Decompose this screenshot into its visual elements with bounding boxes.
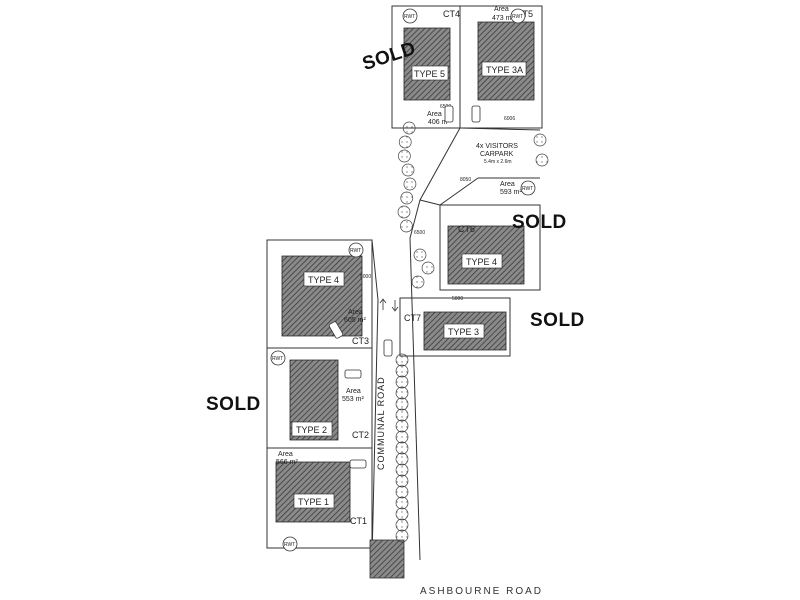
tree-2: [395, 375, 409, 389]
tree-14: [395, 507, 409, 521]
area-word-ct4: Area: [427, 111, 442, 118]
area-word-ct5: Area: [494, 6, 509, 13]
area-value-ct5: 473 m²: [492, 15, 514, 22]
tree-26: [421, 261, 435, 275]
type-labels: TYPE 5 TYPE 3A TYPE 4 TYPE 2 TYPE 1 TYPE…: [291, 61, 527, 509]
tree-18: [398, 135, 412, 149]
rwt-ct6: RWT: [520, 180, 536, 196]
area-word-ct2: Area: [346, 388, 361, 395]
tree-0: [395, 353, 409, 367]
carpark-line2: CARPARK: [480, 151, 514, 158]
dimension-2: 6006: [504, 116, 515, 122]
carpark-line3: 5.4m x 2.6m: [484, 159, 512, 165]
tree-23: [397, 205, 411, 219]
tree-1: [395, 364, 409, 378]
area-value-ct4: 406 m²: [428, 119, 450, 126]
tree-13: [395, 496, 409, 510]
tree-8: [395, 441, 409, 455]
tree-27: [411, 275, 425, 289]
dimension-4: 8050: [460, 177, 471, 183]
tree-6: [395, 419, 409, 433]
dimension-3: 6500: [414, 230, 425, 236]
tree-24: [400, 219, 413, 233]
area-labels: Area 473 m² Area 406 m² Area 593 m² Area…: [276, 6, 522, 466]
type-label-ct5: TYPE 3A: [486, 65, 523, 75]
type-label-ct3: TYPE 4: [308, 275, 339, 285]
tree-25: [413, 248, 427, 262]
communal-road: [371, 127, 541, 561]
tree-15: [395, 518, 409, 532]
roadside-trees: [395, 121, 549, 543]
tree-20: [401, 163, 415, 177]
type-label-ct2: TYPE 2: [296, 425, 327, 435]
rwt-ct4: RWT: [402, 8, 418, 24]
area-value-ct6: 593 m²: [500, 189, 522, 196]
svg-text:RWT: RWT: [404, 14, 415, 20]
lot-id-ct3: CT3: [352, 336, 369, 346]
area-word-ct1: Area: [278, 451, 293, 458]
type-label-ct4: TYPE 5: [414, 69, 445, 79]
visitors-carpark: 4x VISITORS CARPARK 5.4m x 2.6m: [476, 143, 518, 165]
sold-label-ct2: SOLD: [206, 394, 261, 415]
area-value-ct2: 553 m²: [342, 396, 364, 403]
buildings: [275, 21, 535, 523]
type-label-ct6: TYPE 4: [466, 257, 497, 267]
sold-label-ct7: SOLD: [530, 310, 585, 331]
tree-19: [398, 149, 411, 163]
lot-id-ct2: CT2: [352, 430, 369, 440]
tree-7: [395, 430, 409, 444]
tree-28: [533, 133, 547, 147]
lot-id-ct7: CT7: [404, 313, 421, 323]
svg-text:RWT: RWT: [522, 186, 533, 192]
lot-id-ct6: CT6: [458, 224, 475, 234]
carpark-line1: 4x VISITORS: [476, 143, 518, 150]
rwt-ct2: RWT: [270, 350, 286, 366]
sold-label-ct6: SOLD: [512, 212, 567, 233]
lot-id-ct4: CT4: [443, 9, 460, 19]
rainwater-tanks: RWT RWT RWT RWT RWT RWT: [270, 8, 536, 552]
communal-road-label: COMMUNAL ROAD: [376, 376, 386, 470]
road-arrows: [379, 298, 399, 312]
area-word-ct3: Area: [348, 309, 363, 316]
svg-text:RWT: RWT: [512, 14, 523, 20]
tree-5: [395, 408, 409, 422]
tree-10: [395, 463, 409, 477]
tree-12: [395, 485, 409, 499]
rwt-ct1: RWT: [282, 536, 298, 552]
type-label-ct1: TYPE 1: [298, 497, 329, 507]
ashbourne-road-label: ASHBOURNE ROAD: [420, 586, 544, 597]
svg-text:RWT: RWT: [284, 542, 295, 548]
tree-9: [395, 452, 409, 466]
area-word-ct6: Area: [500, 181, 515, 188]
tree-22: [400, 191, 414, 205]
tree-17: [402, 121, 416, 135]
cars: [328, 105, 481, 469]
tree-16: [395, 529, 409, 543]
rwt-ct3: RWT: [348, 242, 364, 258]
dimension-6: 5000: [452, 296, 463, 302]
tree-4: [395, 397, 409, 411]
tree-11: [395, 474, 409, 488]
area-value-ct1: 566 m²: [276, 459, 298, 466]
tree-3: [395, 386, 409, 400]
entrance-driveway: [369, 539, 405, 579]
lot-id-ct1: CT1: [350, 516, 367, 526]
tree-29: [535, 153, 549, 167]
tree-21: [403, 177, 417, 191]
area-value-ct3: 605 m²: [344, 317, 366, 324]
dimension-5: 5000: [360, 274, 371, 280]
rwt-ct5: RWT: [510, 8, 526, 24]
svg-text:RWT: RWT: [272, 356, 283, 362]
svg-text:RWT: RWT: [350, 248, 361, 254]
type-label-ct7: TYPE 3: [448, 327, 479, 337]
